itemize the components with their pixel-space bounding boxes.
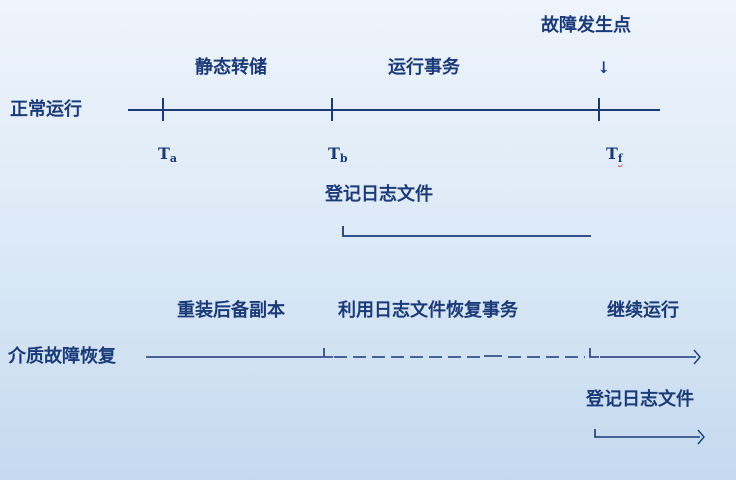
recovery-mark-1 bbox=[323, 348, 333, 358]
failure-point-label: 故障发生点 bbox=[541, 15, 631, 36]
recovery-arrowhead bbox=[693, 349, 701, 365]
normal-log-bracket bbox=[342, 226, 591, 237]
recovery-log-arrowhead bbox=[697, 429, 705, 445]
recovery-segment-1-label: 重装后备副本 bbox=[177, 300, 285, 321]
tick-tf-label: Tf bbox=[606, 144, 623, 165]
normal-row-label: 正常运行 bbox=[10, 99, 82, 120]
normal-log-label: 登记日志文件 bbox=[325, 184, 433, 205]
recovery-log-label: 登记日志文件 bbox=[586, 389, 694, 410]
recovery-mark-2 bbox=[589, 348, 599, 358]
recovery-segment-2-label: 利用日志文件恢复事务 bbox=[338, 300, 518, 321]
recovery-segment-3-label: 继续运行 bbox=[607, 300, 679, 321]
normal-segment-1-label: 静态转储 bbox=[195, 57, 267, 78]
failure-arrow-icon: ↓ bbox=[597, 58, 611, 77]
tick-tb-label: Tb bbox=[328, 144, 348, 165]
recovery-row-label: 介质故障恢复 bbox=[8, 346, 116, 367]
recovery-log-bracket bbox=[594, 429, 700, 438]
tick-ta-label: Ta bbox=[158, 144, 178, 165]
normal-segment-2-label: 运行事务 bbox=[388, 57, 460, 78]
